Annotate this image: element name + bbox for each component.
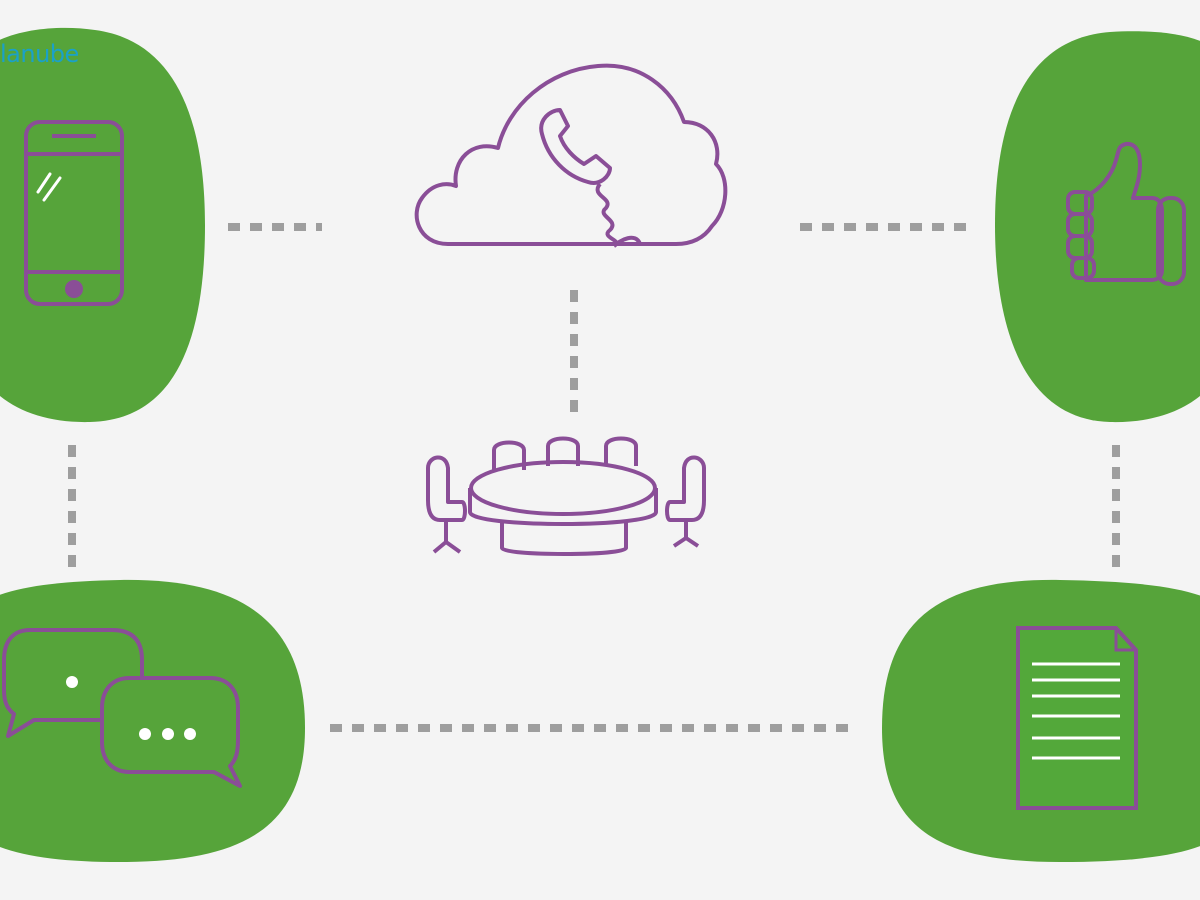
cloud-phone-icon	[414, 63, 728, 248]
document-lines-icon	[1032, 662, 1120, 760]
smartphone-icon	[24, 120, 124, 306]
connectors	[68, 223, 1120, 732]
node-chat	[0, 579, 305, 862]
node-mobile	[0, 27, 205, 423]
screen-glare-icon	[36, 172, 62, 202]
node-blob-approval	[995, 31, 1200, 423]
node-approval	[995, 31, 1200, 423]
conference-table-icon	[426, 436, 706, 556]
document-icon	[1016, 626, 1138, 810]
node-documents	[882, 579, 1200, 862]
brand-logo-text: lanube	[0, 40, 79, 68]
node-blob-mobile	[0, 27, 205, 423]
thumbs-up-icon	[1066, 141, 1186, 286]
chat-dots-icon	[66, 676, 196, 740]
